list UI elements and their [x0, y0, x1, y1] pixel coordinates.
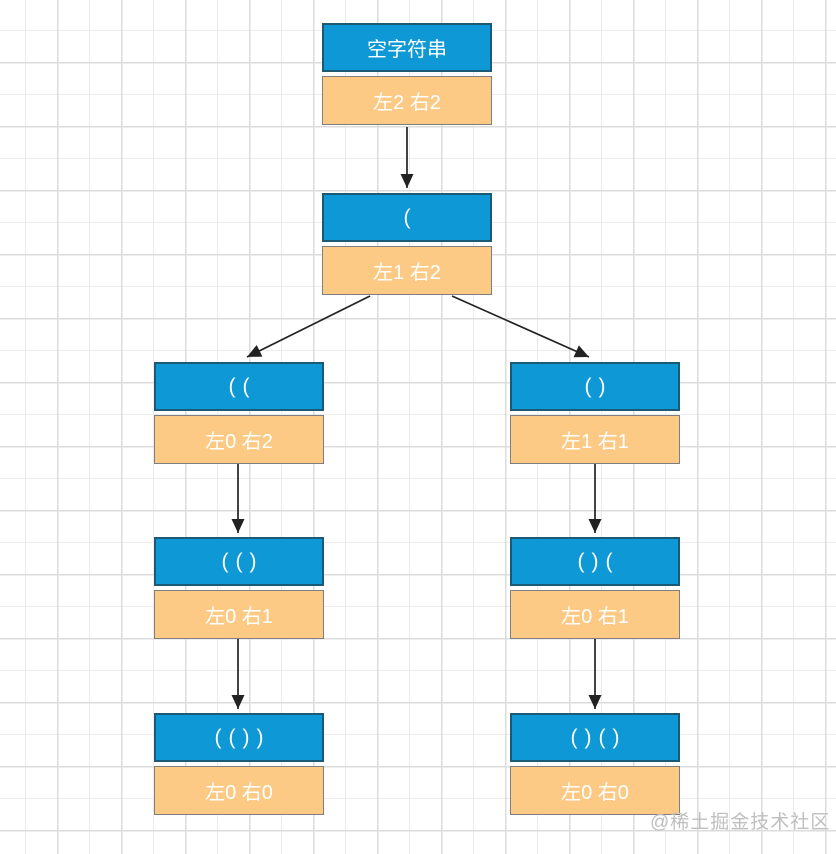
- node-pair-open-state: 左0 右1: [510, 590, 680, 639]
- edge-open-to-open-open: [246, 295, 371, 358]
- node-root-state: 左2 右2: [322, 76, 492, 125]
- node-two-pairs: ()() 左0 右0: [510, 713, 680, 815]
- node-pair-title: (): [510, 362, 680, 411]
- node-open-open-close: (() 左0 右1: [154, 537, 324, 639]
- node-pair-state: 左1 右1: [510, 415, 680, 464]
- node-single-open-state: 左1 右2: [322, 246, 492, 295]
- watermark: @稀土掘金技术社区: [650, 812, 831, 833]
- node-single-open-title: (: [322, 193, 492, 242]
- node-nested-pair: (()) 左0 右0: [154, 713, 324, 815]
- node-pair-open: ()( 左0 右1: [510, 537, 680, 639]
- node-nested-pair-state: 左0 右0: [154, 766, 324, 815]
- node-root-title: 空字符串: [322, 23, 492, 72]
- edge-open-to-pair: [451, 295, 590, 358]
- node-open-open-state: 左0 右2: [154, 415, 324, 464]
- node-two-pairs-state: 左0 右0: [510, 766, 680, 815]
- node-pair: () 左1 右1: [510, 362, 680, 464]
- node-single-open: ( 左1 右2: [322, 193, 492, 295]
- node-open-open-title: ((: [154, 362, 324, 411]
- node-two-pairs-title: ()(): [510, 713, 680, 762]
- node-pair-open-title: ()(: [510, 537, 680, 586]
- node-open-open-close-title: ((): [154, 537, 324, 586]
- node-open-open: (( 左0 右2: [154, 362, 324, 464]
- node-open-open-close-state: 左0 右1: [154, 590, 324, 639]
- node-root: 空字符串 左2 右2: [322, 23, 492, 125]
- node-nested-pair-title: (()): [154, 713, 324, 762]
